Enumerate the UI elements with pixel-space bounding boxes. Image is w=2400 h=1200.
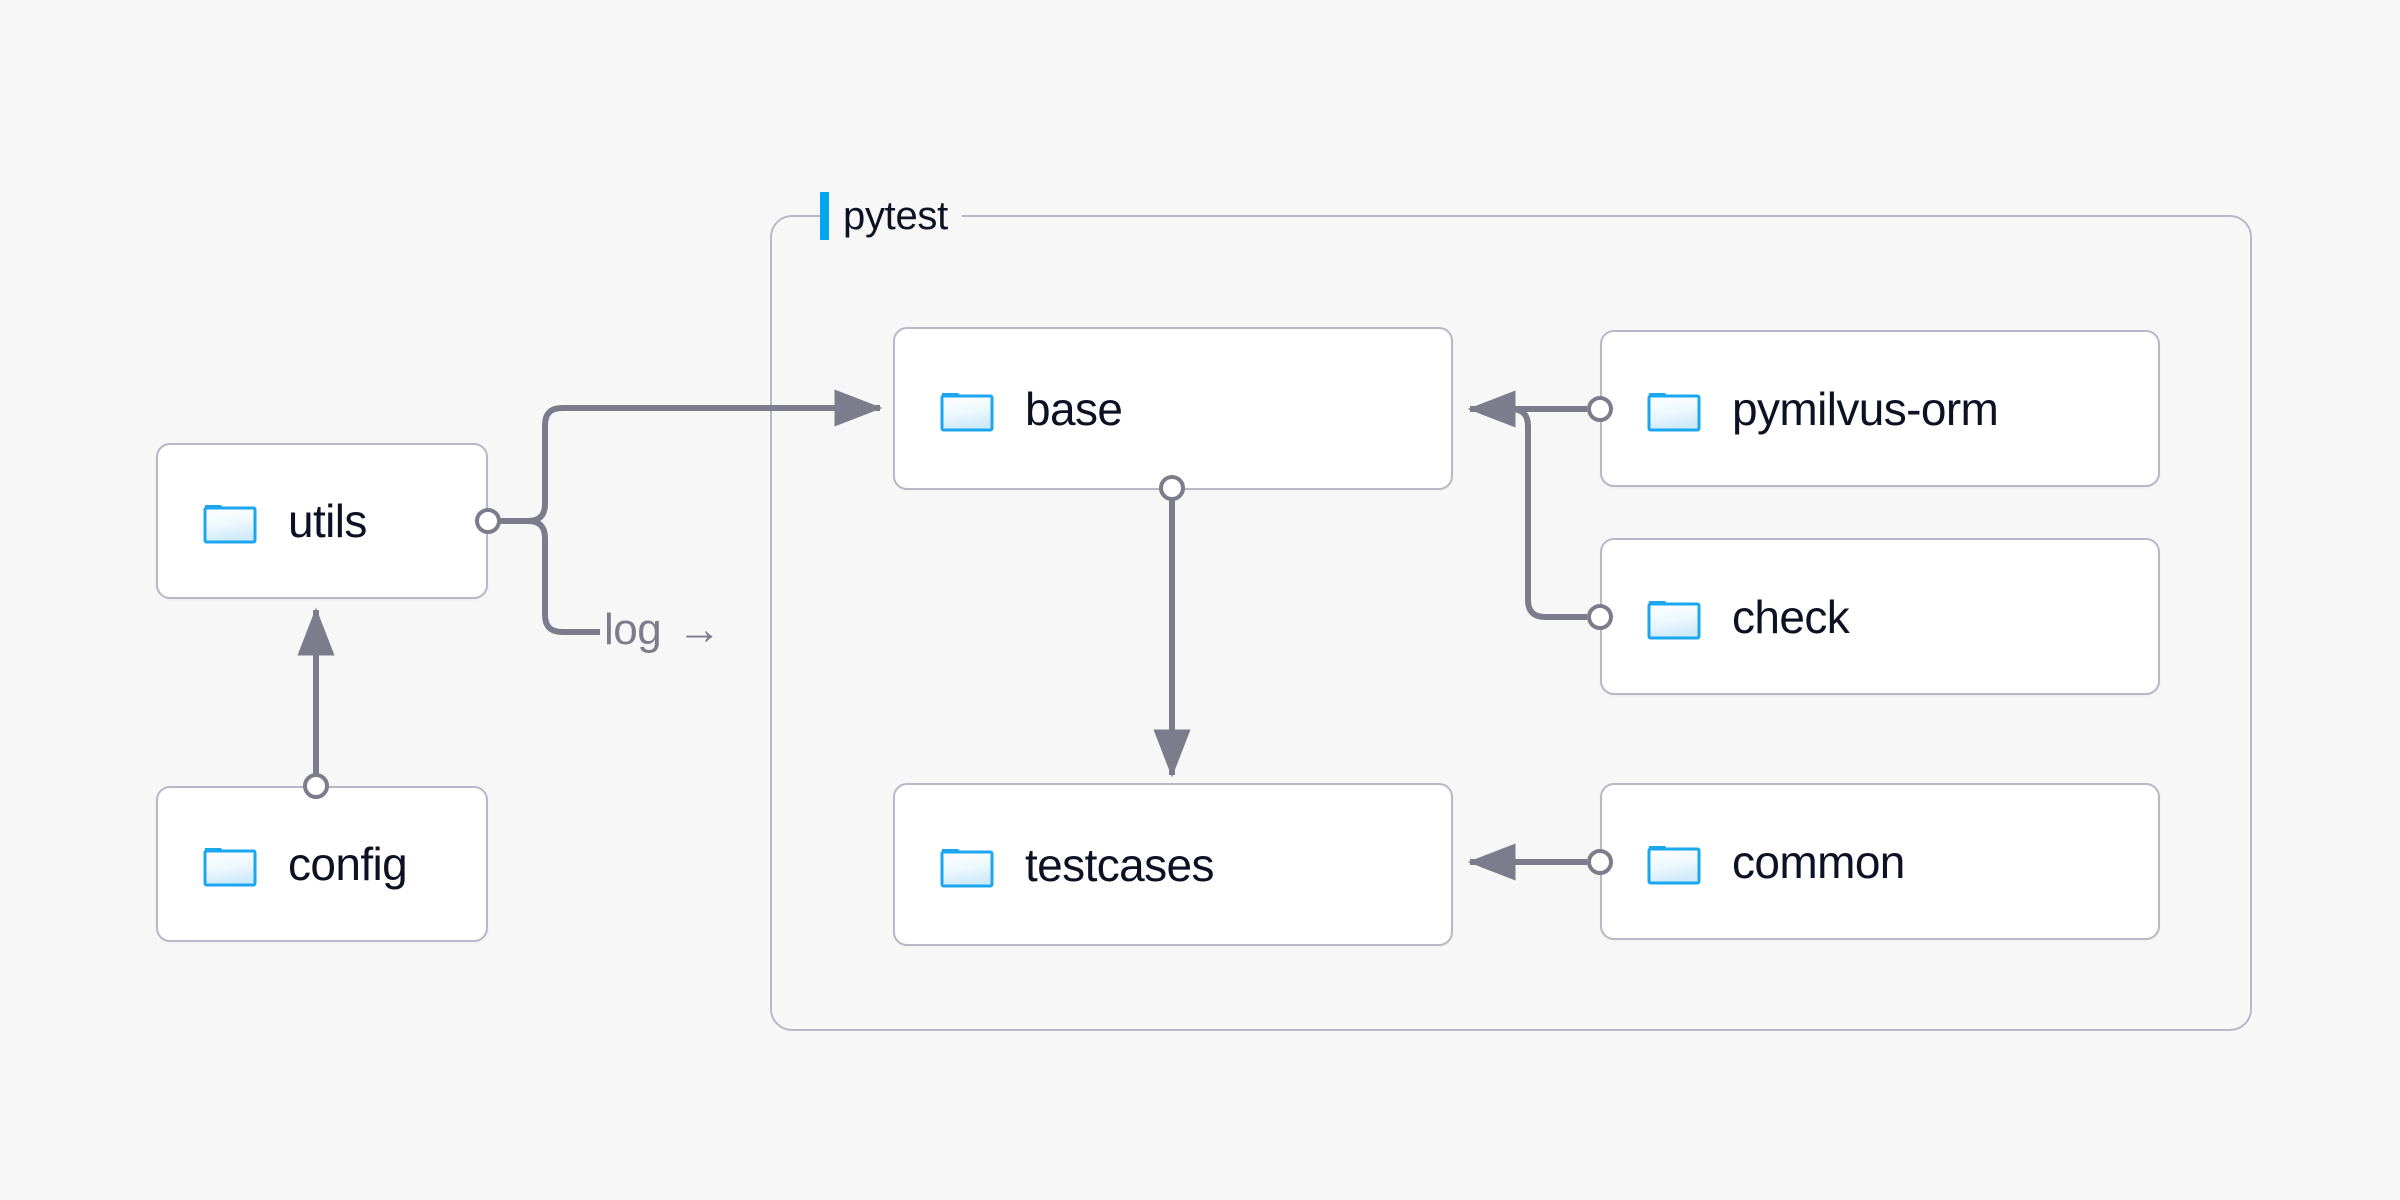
node-base[interactable]: base [893,327,1453,490]
node-common-label: common [1732,835,1905,888]
node-pymilvus-orm[interactable]: pymilvus-orm [1600,330,2160,487]
edge-label-log: log → [604,608,721,652]
folder-icon [940,848,994,887]
node-testcases[interactable]: testcases [893,783,1453,946]
port-common-left[interactable] [1587,849,1613,875]
group-pytest[interactable] [770,215,2252,1031]
folder-icon [203,505,257,544]
group-pytest-label-text: pytest [843,194,948,238]
folder-icon [940,392,994,431]
node-config[interactable]: config [156,786,488,942]
port-pymilvus-orm-left[interactable] [1587,396,1613,422]
edge-label-log-text: log [604,605,662,654]
node-check[interactable]: check [1600,538,2160,695]
folder-icon [1647,845,1701,884]
node-testcases-label: testcases [1025,838,1215,891]
node-common[interactable]: common [1600,783,2160,940]
node-check-label: check [1732,590,1850,643]
folder-icon [1647,392,1701,431]
port-base-bottom[interactable] [1159,475,1185,501]
node-pymilvus-orm-label: pymilvus-orm [1732,382,1999,435]
folder-icon [1647,600,1701,639]
node-utils-label: utils [288,495,367,547]
arrow-right-icon: → [677,605,721,654]
port-utils-right[interactable] [475,508,501,534]
edge-utils-log [488,518,600,635]
node-utils[interactable]: utils [156,443,488,599]
node-config-label: config [288,838,408,890]
folder-icon [203,848,257,887]
port-config-top[interactable] [303,773,329,799]
group-pytest-label: pytest [820,188,962,244]
node-base-label: base [1025,382,1123,435]
port-check-left[interactable] [1587,604,1613,630]
group-accent-bar [820,192,829,240]
